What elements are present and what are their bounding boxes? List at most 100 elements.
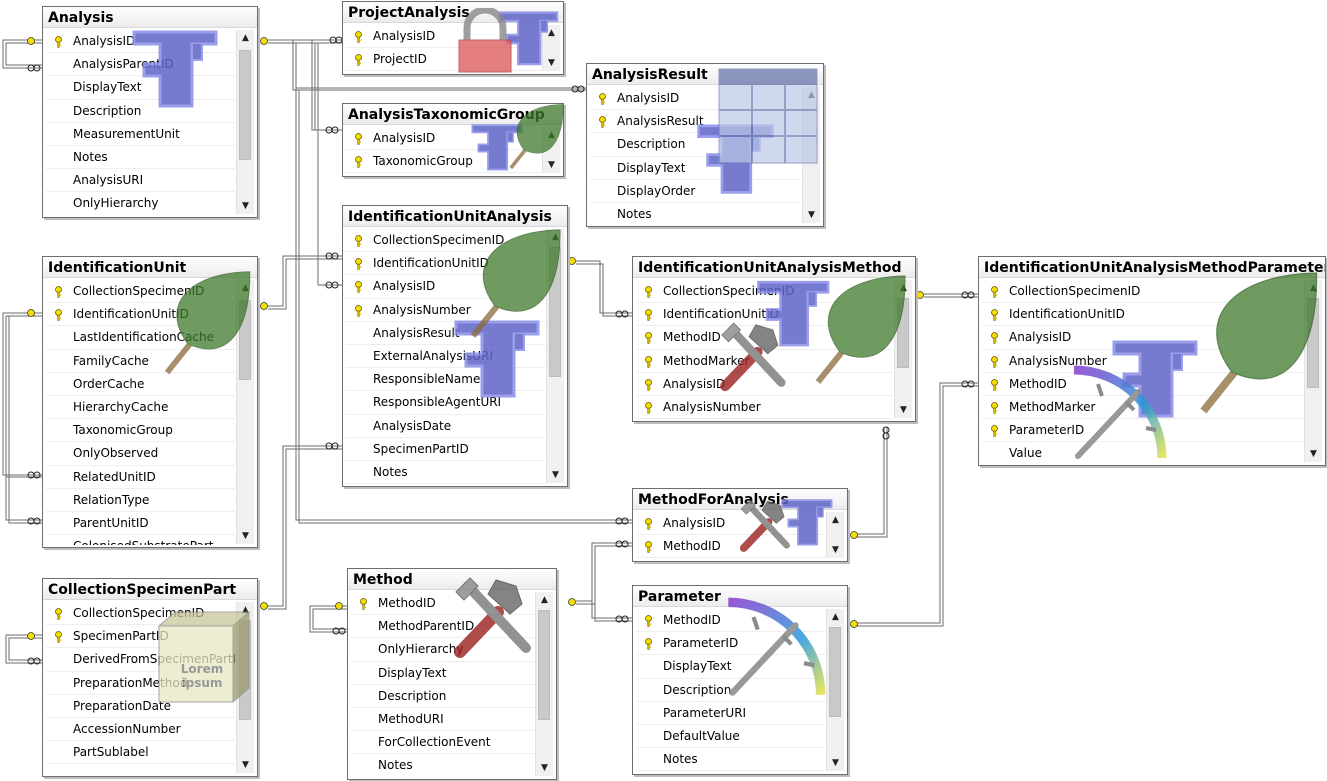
table-title[interactable]: Method <box>348 569 556 590</box>
scrollbar-thumb[interactable] <box>239 50 251 160</box>
column-row[interactable]: MeasurementUnit <box>46 123 235 146</box>
column-row[interactable]: IdentificationUnitID <box>46 303 235 327</box>
scroll-up-arrow-icon[interactable]: ▲ <box>552 232 559 242</box>
scrollbar-thumb[interactable] <box>239 620 251 720</box>
column-row[interactable]: AnalysisID <box>590 87 801 111</box>
column-row[interactable]: Notes <box>346 461 545 484</box>
scroll-up-arrow-icon[interactable]: ▲ <box>832 515 839 525</box>
column-row[interactable]: CollectionSpecimenID <box>46 602 235 626</box>
scrollbar-thumb[interactable] <box>538 610 550 720</box>
column-row[interactable]: OrderCache <box>46 373 235 396</box>
column-row[interactable]: SpecimenPartID <box>46 625 235 649</box>
column-row[interactable]: ResponsibleAgentURI <box>346 391 545 415</box>
table-title[interactable]: IdentificationUnitAnalysis <box>343 206 567 227</box>
scroll-down-arrow-icon[interactable]: ▼ <box>1310 449 1317 459</box>
column-row[interactable]: AnalysisURI <box>46 169 235 193</box>
vertical-scrollbar[interactable]: ▲▼ <box>542 127 560 173</box>
column-row[interactable]: MethodID <box>636 535 825 559</box>
column-row[interactable]: AnalysisID <box>636 512 825 536</box>
scroll-down-arrow-icon[interactable]: ▼ <box>808 210 815 220</box>
column-row[interactable]: PreparationDate <box>46 695 235 718</box>
vertical-scrollbar[interactable]: ▲▼ <box>546 229 564 483</box>
scroll-up-arrow-icon[interactable]: ▲ <box>1310 283 1317 293</box>
table-identificationunitanalysismethodparameter[interactable]: IdentificationUnitAnalysisMethodParamete… <box>978 256 1326 466</box>
scroll-up-arrow-icon[interactable]: ▲ <box>242 33 249 43</box>
column-row[interactable]: ProjectID <box>346 48 541 72</box>
scroll-up-arrow-icon[interactable]: ▲ <box>900 283 907 293</box>
scroll-down-arrow-icon[interactable]: ▼ <box>242 760 249 770</box>
vertical-scrollbar[interactable]: ▲▼ <box>894 280 912 418</box>
table-title[interactable]: IdentificationUnitAnalysisMethod <box>633 257 915 278</box>
column-row[interactable]: TaxonomicGroup <box>346 150 541 174</box>
column-row[interactable]: DisplayText <box>46 76 235 100</box>
table-title[interactable]: IdentificationUnit <box>43 257 257 278</box>
column-row[interactable]: DisplayText <box>636 655 825 679</box>
column-row[interactable]: AccessionNumber <box>46 718 235 742</box>
scroll-up-arrow-icon[interactable]: ▲ <box>808 90 815 100</box>
scroll-up-arrow-icon[interactable]: ▲ <box>832 612 839 622</box>
scrollbar-thumb[interactable] <box>897 298 909 368</box>
column-row[interactable]: MethodID <box>982 373 1303 396</box>
scrollbar-thumb[interactable] <box>239 300 251 380</box>
column-row[interactable]: MethodMarker <box>636 350 893 373</box>
column-row[interactable]: MethodURI <box>351 708 534 732</box>
vertical-scrollbar[interactable]: ▲▼ <box>826 512 844 558</box>
column-row[interactable]: AnalysisNumber <box>346 299 545 322</box>
scroll-down-arrow-icon[interactable]: ▼ <box>900 405 907 415</box>
scroll-down-arrow-icon[interactable]: ▼ <box>242 531 249 541</box>
column-row[interactable]: ParameterURI <box>636 702 825 725</box>
column-row[interactable]: HierarchyCache <box>46 396 235 420</box>
column-row[interactable]: AnalysisResult <box>346 322 545 345</box>
column-row[interactable]: AnalysisID <box>346 127 541 151</box>
column-row[interactable]: AnalysisID <box>346 275 545 299</box>
column-row[interactable]: AnalysisDate <box>346 415 545 438</box>
column-row[interactable]: MethodID <box>351 592 534 616</box>
column-row[interactable]: Description <box>636 679 825 702</box>
column-row[interactable]: DerivedFromSpecimenPartID <box>46 648 235 672</box>
scroll-up-arrow-icon[interactable]: ▲ <box>242 283 249 293</box>
column-row[interactable]: ColonisedSubstratePart <box>46 535 235 545</box>
column-row[interactable]: ParameterID <box>982 419 1303 443</box>
table-title[interactable]: AnalysisTaxonomicGroup <box>343 104 563 125</box>
column-row[interactable]: Notes <box>636 748 825 772</box>
column-row[interactable]: PreparationMethod <box>46 672 235 695</box>
table-title[interactable]: CollectionSpecimenPart <box>43 579 257 600</box>
column-row[interactable]: IdentificationUnitID <box>982 303 1303 327</box>
column-row[interactable]: AnalysisID <box>636 373 893 396</box>
vertical-scrollbar[interactable]: ▲▼ <box>542 25 560 71</box>
column-row[interactable]: MethodMarker <box>982 396 1303 420</box>
column-row[interactable]: Notes <box>46 146 235 170</box>
column-row[interactable]: MethodID <box>636 609 825 633</box>
column-row[interactable]: CollectionSpecimenID <box>636 280 893 304</box>
table-title[interactable]: IdentificationUnitAnalysisMethodParamete… <box>979 257 1325 278</box>
scroll-down-arrow-icon[interactable]: ▼ <box>832 545 839 555</box>
vertical-scrollbar[interactable]: ▲▼ <box>802 87 820 223</box>
column-row[interactable]: SpecimenPartID <box>346 438 545 461</box>
column-row[interactable]: DisplayOrder <box>590 180 801 203</box>
column-row[interactable]: OnlyHierarchy <box>351 638 534 662</box>
vertical-scrollbar[interactable]: ▲▼ <box>826 609 844 771</box>
scrollbar-thumb[interactable] <box>1307 298 1319 388</box>
column-row[interactable]: CollectionSpecimenID <box>46 280 235 304</box>
scroll-down-arrow-icon[interactable]: ▼ <box>832 758 839 768</box>
column-row[interactable]: AnalysisNumber <box>982 350 1303 373</box>
column-row[interactable]: CollectionSpecimenID <box>982 280 1303 304</box>
column-row[interactable]: AnalysisID <box>982 326 1303 350</box>
column-row[interactable]: Notes <box>590 203 801 224</box>
scrollbar-thumb[interactable] <box>829 627 841 717</box>
column-row[interactable]: FamilyCache <box>46 350 235 373</box>
column-row[interactable]: IdentificationUnitID <box>346 252 545 276</box>
column-row[interactable]: MethodParentID <box>351 615 534 639</box>
column-row[interactable]: DisplayText <box>590 157 801 180</box>
table-title[interactable]: ProjectAnalysis <box>343 2 563 23</box>
column-row[interactable]: MethodID <box>636 326 893 350</box>
